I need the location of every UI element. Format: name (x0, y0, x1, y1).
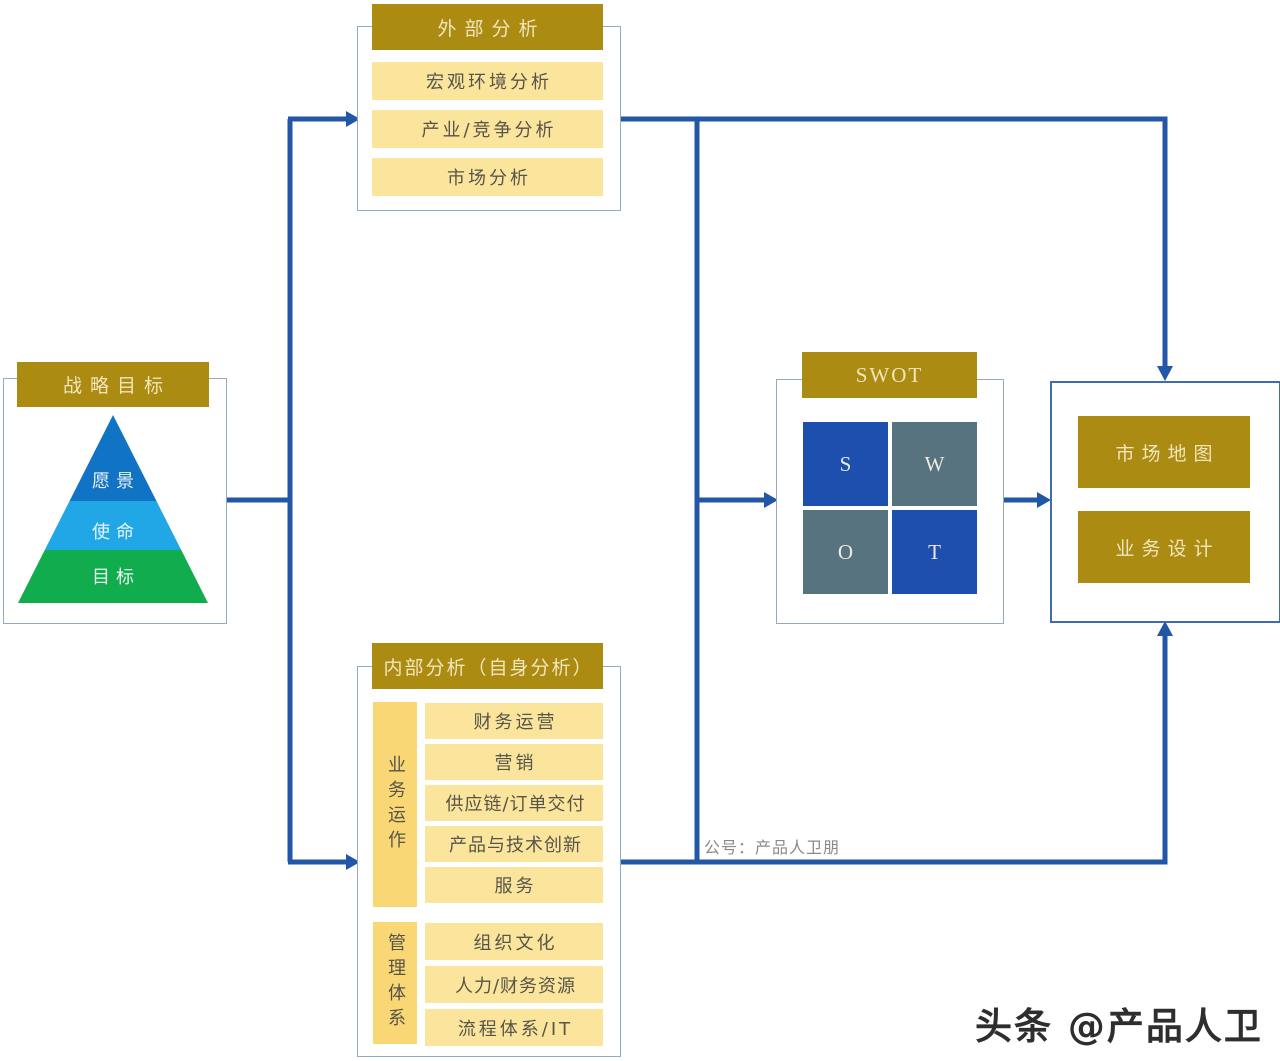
market-map-cell: 市场地图 (1078, 416, 1250, 488)
external-analysis-item: 市场分析 (372, 158, 603, 196)
external-analysis-header: 外部分析 (372, 4, 603, 50)
internal-analysis-item: 产品与技术创新 (425, 826, 603, 862)
internal-analysis-item: 组织文化 (425, 923, 603, 960)
internal-analysis-item: 服务 (425, 867, 603, 903)
arrowhead-output-bottom (1157, 621, 1173, 636)
swot-threats-quadrant: T (892, 510, 977, 594)
internal-analysis-item: 营销 (425, 744, 603, 780)
swot-weaknesses-quadrant: W (892, 422, 977, 506)
internal-analysis-item: 人力/财务资源 (425, 966, 603, 1003)
external-analysis-item: 宏观环境分析 (372, 62, 603, 100)
business-design-cell: 业务设计 (1078, 511, 1250, 583)
internal-analysis-item: 流程体系/IT (425, 1009, 603, 1046)
arrowhead-internal (346, 854, 360, 870)
pyramid-goal-band (18, 550, 208, 603)
strategic-goals-header: 战略目标 (17, 362, 209, 407)
swot-opportunities-quadrant: O (803, 510, 888, 594)
arrowhead-swot (764, 492, 778, 508)
connector-internal-to-output (620, 636, 1168, 865)
pyramid-goal-label: 目标 (92, 567, 140, 588)
internal-analysis-header: 内部分析（自身分析） (372, 643, 603, 689)
pyramid-vision-label: 愿景 (92, 471, 140, 492)
toutiao-watermark: 头条 @产品人卫朋 (975, 1005, 1263, 1061)
business-operations-group-label: 业务运作 (373, 702, 417, 907)
wechat-channel-note: 公号：产品人卫朋 (704, 838, 841, 857)
internal-analysis-item: 财务运营 (425, 703, 603, 739)
internal-analysis-item: 供应链/订单交付 (425, 785, 603, 821)
connector-external-to-output (620, 116, 1168, 366)
strategy-pyramid: 愿景 使命 目标 (18, 415, 208, 603)
swot-header: SWOT (802, 352, 977, 398)
arrowhead-output-top (1157, 366, 1173, 381)
external-analysis-item: 产业/竞争分析 (372, 110, 603, 148)
pyramid-mission-label: 使命 (92, 522, 140, 543)
arrowhead-swot-to-output (1037, 492, 1051, 508)
swot-strengths-quadrant: S (803, 422, 888, 506)
management-system-group-label: 管理体系 (373, 922, 417, 1044)
arrowhead-external (346, 111, 360, 127)
